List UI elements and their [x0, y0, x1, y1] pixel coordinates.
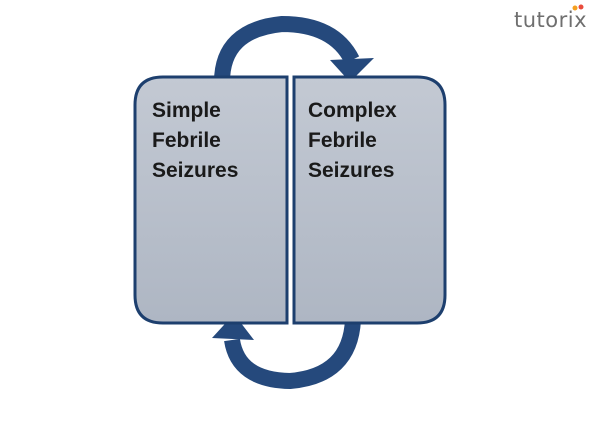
logo-text: tutorix — [514, 8, 588, 32]
simple-febrile-seizures-label: Simple Febrile Seizures — [152, 99, 239, 182]
complex-febrile-seizures-label: Complex Febrile Seizures — [308, 99, 397, 182]
complex-febrile-seizures-box — [292, 75, 447, 325]
logo-dots-icon — [572, 4, 584, 11]
top-cycle-arrow — [214, 15, 374, 83]
bottom-cycle-arrow — [212, 314, 361, 390]
simple-febrile-seizures-box — [133, 75, 289, 325]
tutorix-logo: tutorix — [514, 4, 588, 32]
